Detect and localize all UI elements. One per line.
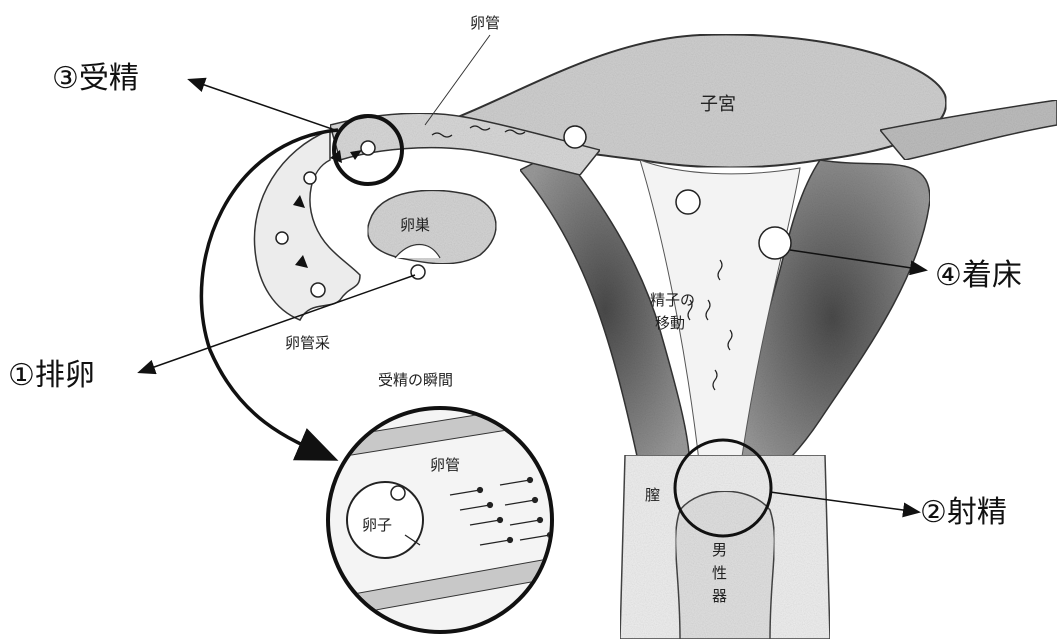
- label-vagina: 膣: [645, 486, 660, 504]
- label-inset-oviduct: 卵管: [430, 456, 460, 474]
- arrow-fertilization: [190, 80, 335, 130]
- label-sperm-movement-1: 精子の: [650, 291, 695, 309]
- label-sperm-movement-2: 移動: [655, 314, 685, 332]
- label-male-organ-1: 男: [712, 541, 727, 559]
- label-moment-title: 受精の瞬間: [378, 371, 453, 389]
- inset-fertilization-moment: [320, 400, 570, 632]
- label-inset-egg: 卵子: [362, 516, 392, 534]
- label-ejaculation: ②射精: [920, 495, 1007, 530]
- label-ovulation: ①排卵: [8, 358, 95, 393]
- label-male-organ-2: 性: [712, 564, 727, 582]
- label-uterus: 子宮: [700, 94, 736, 115]
- label-implantation: ④着床: [935, 258, 1022, 293]
- label-fimbria: 卵管采: [285, 334, 330, 352]
- label-ovary: 卵巣: [400, 216, 430, 234]
- label-male-organ-3: 器: [712, 587, 727, 605]
- label-oviduct-top: 卵管: [470, 14, 500, 32]
- label-fertilization: ③受精: [52, 61, 139, 96]
